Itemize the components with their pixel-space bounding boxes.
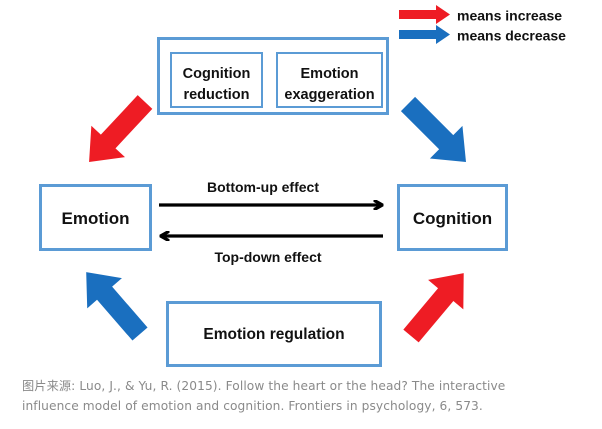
emotion-label: Emotion bbox=[62, 209, 130, 228]
emotion-exaggeration-box bbox=[276, 52, 383, 108]
cognition-reduction-line2: reduction bbox=[183, 87, 249, 103]
legend-increase-label: means increase bbox=[457, 8, 562, 24]
cognition-node: Cognition bbox=[397, 184, 508, 251]
red-arrow-to-emotion bbox=[89, 95, 153, 162]
red-arrow-to-cognition bbox=[403, 273, 464, 343]
emotion-exaggeration-line2: exaggeration bbox=[284, 87, 374, 103]
bottom-up-effect-label: Bottom-up effect bbox=[207, 179, 319, 195]
emotion-regulation-node: Emotion regulation bbox=[166, 301, 382, 367]
cognition-reduction-line1: Cognition bbox=[183, 66, 251, 82]
emotion-regulation-label: Emotion regulation bbox=[203, 326, 344, 343]
emotion-exaggeration-line1: Emotion bbox=[301, 66, 359, 82]
blue-arrow-to-cognition bbox=[400, 96, 466, 162]
red-increase-legend-arrow bbox=[399, 5, 450, 24]
top-down-effect-arrow-group: Top-down effect bbox=[161, 236, 383, 265]
source-caption-line2: influence model of emotion and cognition… bbox=[22, 399, 483, 413]
source-caption-line1: 图片来源: Luo, J., & Yu, R. (2015). Follow t… bbox=[22, 379, 506, 393]
top-down-effect-label: Top-down effect bbox=[214, 249, 321, 265]
cognition-label: Cognition bbox=[413, 209, 492, 228]
top-outcome-group: Cognition reduction Emotion exaggeration bbox=[157, 37, 389, 115]
emotion-box bbox=[39, 184, 152, 251]
bottom-up-effect-arrow-group: Bottom-up effect bbox=[159, 179, 382, 205]
blue-arrow-to-emotion bbox=[86, 272, 148, 341]
legend-decrease-label: means decrease bbox=[457, 28, 566, 44]
blue-decrease-legend-arrow bbox=[399, 25, 450, 44]
cognition-reduction-box bbox=[170, 52, 263, 108]
legend: means increase means decrease bbox=[399, 5, 566, 44]
emotion-node: Emotion bbox=[39, 184, 152, 251]
cognition-box bbox=[397, 184, 508, 251]
emotion-regulation-box bbox=[166, 301, 382, 367]
source-caption: 图片来源: Luo, J., & Yu, R. (2015). Follow t… bbox=[22, 376, 592, 416]
